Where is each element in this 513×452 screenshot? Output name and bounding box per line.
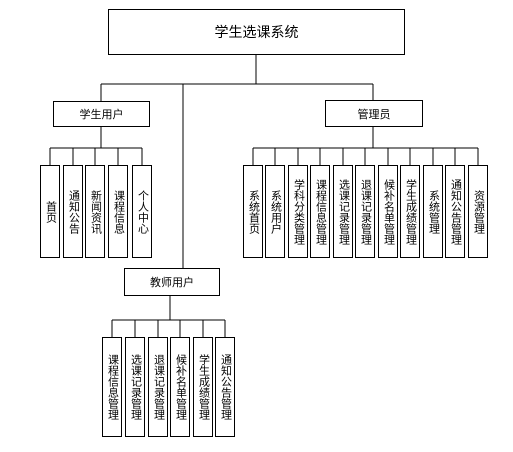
leaf-label: 系统管理 [427, 189, 441, 234]
leaf-label: 候补名单管理 [382, 178, 396, 245]
group-node-student: 学生用户 [53, 101, 150, 127]
leaf-node: 资源管理 [468, 165, 488, 258]
leaf-label: 选课记录管理 [337, 178, 351, 245]
leaf-node: 系统管理 [423, 165, 443, 258]
leaf-node: 系统首页 [243, 165, 263, 258]
leaf-node: 退课记录管理 [355, 165, 375, 258]
leaf-label: 系统首页 [247, 189, 261, 234]
leaf-node: 首页 [40, 165, 60, 258]
leaf-node: 课程信息管理 [310, 165, 330, 258]
leaf-node: 课程信息 [108, 165, 128, 258]
group-label-student: 学生用户 [79, 108, 124, 121]
leaf-node: 学生成绩管理 [193, 337, 213, 437]
leaf-label: 课程信息 [112, 189, 126, 234]
leaf-label: 首页 [44, 200, 58, 223]
leaf-label: 选课记录管理 [129, 354, 143, 420]
leaf-label: 通知公告管理 [449, 178, 463, 245]
leaf-label: 学生成绩管理 [197, 354, 211, 420]
leaf-node: 系统用户 [265, 165, 285, 258]
leaf-label: 退课记录管理 [152, 354, 166, 420]
leaf-node: 候补名单管理 [378, 165, 398, 258]
leaf-label: 学生成绩管理 [404, 178, 418, 245]
leaf-label: 学科分类管理 [292, 178, 306, 245]
leaf-node: 学生成绩管理 [400, 165, 420, 258]
leaf-node: 个人中心 [132, 165, 152, 258]
leaf-node: 通知公告管理 [215, 337, 235, 437]
leaf-label: 通知公告 [67, 189, 81, 234]
leaf-label: 系统用户 [269, 189, 283, 234]
leaf-label: 课程信息管理 [106, 354, 120, 420]
group-label-admin: 管理员 [357, 107, 391, 121]
leaf-node: 学科分类管理 [288, 165, 308, 258]
leaf-label: 通知公告管理 [219, 354, 233, 420]
leaf-label: 候补名单管理 [174, 354, 188, 420]
leaf-label: 资源管理 [472, 189, 486, 234]
leaf-node: 选课记录管理 [333, 165, 353, 258]
leaf-label: 个人中心 [136, 189, 150, 234]
leaf-label: 退课记录管理 [359, 178, 373, 245]
group-label-teacher: 教师用户 [150, 276, 194, 289]
root-node: 学生选课系统 [108, 9, 405, 55]
leaf-node: 选课记录管理 [125, 337, 145, 437]
leaf-node: 新闻资讯 [85, 165, 105, 258]
leaf-label: 课程信息管理 [314, 178, 328, 245]
root-label: 学生选课系统 [214, 25, 299, 41]
group-node-teacher: 教师用户 [124, 268, 220, 296]
leaf-label: 新闻资讯 [89, 189, 103, 234]
leaf-node: 候补名单管理 [170, 337, 190, 437]
leaf-node: 通知公告管理 [445, 165, 465, 258]
group-node-admin: 管理员 [325, 100, 423, 127]
leaf-node: 通知公告 [63, 165, 83, 258]
leaf-node: 退课记录管理 [148, 337, 168, 437]
leaf-node: 课程信息管理 [102, 337, 122, 437]
